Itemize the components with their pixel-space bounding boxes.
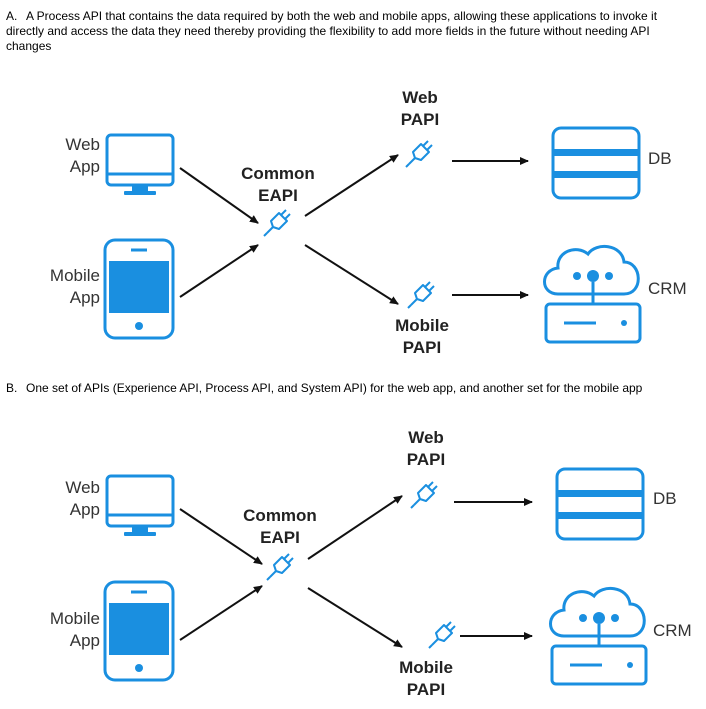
database-icon [555,467,645,541]
mobile-papi-label-line1: Mobile [399,658,453,677]
db-label: DB [653,489,677,508]
web-papi-label: Web PAPI [386,427,466,471]
web-papi-label-line1: Web [402,88,438,107]
mobile-app-label-line2: App [69,288,100,307]
arrow-webapp-to-eapi [179,167,259,224]
web-papi-label-line2: PAPI [406,450,446,469]
mobile-app-label-line1: Mobile [49,266,100,285]
monitor-icon [105,133,175,195]
diagram-b: Web App Mobile App Common EAPI Web PAPI … [0,422,706,709]
mobile-papi-label: Mobile PAPI [380,657,472,701]
common-eapi-label-line1: Common [243,506,317,525]
option-a: A.A Process API that contains the data r… [6,9,696,54]
web-papi-label-line1: Web [408,428,444,447]
mobile-papi-label-line2: PAPI [402,338,442,357]
mobile-papi-label-line2: PAPI [406,680,446,699]
diagram-b-graphics [103,467,648,686]
arrow-mobileapp-to-eapi [179,244,259,298]
arrow-webapp-to-eapi [179,508,263,565]
common-eapi-plug-icon [263,209,291,237]
web-app-label-line1: Web [65,135,100,154]
monitor-icon [105,474,175,536]
common-eapi-label-line2: EAPI [258,186,298,205]
common-eapi-label: Common EAPI [222,163,334,207]
option-b-letter: B. [6,381,18,395]
arrow-eapi-to-mobile-papi [304,244,399,305]
option-b: B. One set of APIs (Experience API, Proce… [6,381,706,396]
common-eapi-label: Common EAPI [224,505,336,549]
diagram-a: Web App Mobile App Common EAPI Web PAPI … [0,82,706,364]
arrow-eapi-to-web-papi [307,495,403,560]
web-app-label: Web App [40,134,100,178]
mobile-phone-icon [103,238,175,340]
web-app-label: Web App [40,477,100,521]
database-icon [551,126,641,200]
web-app-label-line1: Web [65,478,100,497]
web-papi-label: Web PAPI [380,87,460,131]
crm-label: CRM [648,279,687,298]
web-app-label-line2: App [69,157,100,176]
option-b-text: One set of APIs (Experience API, Process… [26,381,643,395]
mobile-phone-icon [103,580,175,682]
arrow-eapi-to-mobile-papi [307,587,403,648]
db-label: DB [648,149,672,168]
web-app-label-line2: App [69,500,100,519]
mobile-app-label: Mobile App [30,608,100,652]
web-papi-plug-icon [405,140,433,168]
crm-label: CRM [653,621,692,640]
crm-cloud-server-icon [543,245,642,344]
web-papi-label-line2: PAPI [400,110,440,129]
diagram-a-graphics [103,126,642,344]
mobile-papi-label-line1: Mobile [395,316,449,335]
option-a-text: A Process API that contains the data req… [6,9,658,53]
mobile-app-label-line1: Mobile [49,609,100,628]
mobile-app-label: Mobile App [30,265,100,309]
mobile-papi-label: Mobile PAPI [376,315,468,359]
web-papi-plug-icon [410,481,438,509]
mobile-papi-plug-icon [407,281,435,309]
mobile-papi-plug-icon [428,621,456,649]
arrow-eapi-to-web-papi [304,154,399,217]
arrow-mobileapp-to-eapi [179,585,263,641]
common-eapi-plug-icon [266,553,294,581]
crm-cloud-server-icon [549,587,648,686]
common-eapi-label-line2: EAPI [260,528,300,547]
mobile-app-label-line2: App [69,631,100,650]
common-eapi-label-line1: Common [241,164,315,183]
option-a-letter: A. [6,9,18,23]
